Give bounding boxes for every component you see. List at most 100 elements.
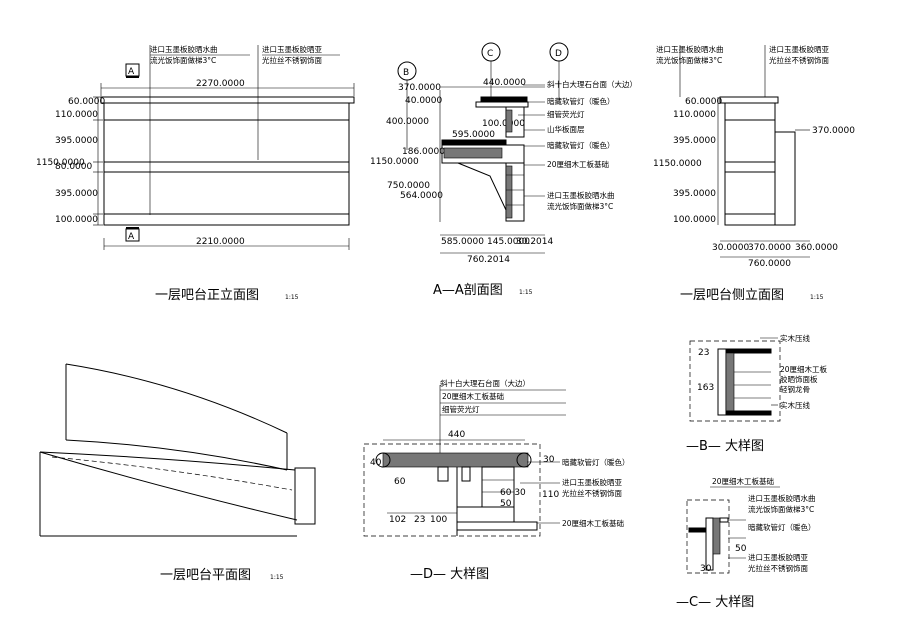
detail-d-dim-60: 60: [394, 477, 406, 487]
detail-d-note-4: 暗藏软管灯（暖色）: [562, 457, 630, 467]
section-dim-370: 370.0000: [398, 83, 441, 93]
side-dim-100: 100.0000: [673, 215, 716, 225]
front-note-3: 进口玉墨板胶晒亚: [262, 44, 322, 54]
front-elevation: 进口玉墨板胶晒水曲 流光饭饰面做梯3°C 进口玉墨板胶晒亚 光拉丝不锈钢饰面 A…: [36, 44, 355, 303]
detail-b-dim-163: 163: [697, 383, 714, 393]
detail-c-dim-50: 50: [735, 544, 747, 554]
section-dim-400: 400.0000: [386, 117, 429, 127]
side-dim-395b: 395.0000: [673, 189, 716, 199]
section-note-1: 斜十白大理石台面（大边）: [547, 79, 637, 89]
front-dim-bottom: 2210.0000: [196, 237, 245, 247]
side-dim-395a: 395.0000: [673, 136, 716, 146]
plan-scale: 1:15: [270, 574, 284, 581]
section-dim-750: 750.0000: [387, 181, 430, 191]
detail-b-note-5: 实木压线: [780, 400, 810, 410]
detail-b-note-3: 胶晒饰面板: [780, 374, 818, 384]
section-note-6: 20厘细木工板基础: [547, 159, 609, 169]
front-scale: 1:15: [285, 294, 299, 301]
detail-c-dim-30: 30: [700, 564, 712, 574]
plan-view: 一层吧台平面图 1:15: [39, 363, 316, 583]
detail-d-dim-440: 440: [448, 430, 465, 440]
front-dim-395a: 395.0000: [55, 136, 98, 146]
section-note-2: 暗藏软管灯（暖色）: [547, 96, 615, 106]
detail-d-dim-30: 30: [543, 455, 555, 465]
front-note-1: 进口玉墨板胶晒水曲: [150, 44, 218, 54]
section-title: A—A剖面图: [433, 283, 503, 298]
detail-c-title: —C— 大样图: [676, 595, 754, 610]
front-dim-60: 60.0000: [68, 97, 105, 107]
side-dim-370-right: 370.0000: [812, 126, 855, 136]
detail-c-note-5: 进口玉墨板胶晒亚: [748, 552, 808, 562]
detail-d-dim-40: 40: [370, 458, 382, 468]
detail-d-dim-110: 110: [542, 490, 559, 500]
section-dim-1150: 1150.0000: [370, 157, 419, 167]
front-dim-top: 2270.0000: [196, 79, 245, 89]
section-dim-595: 595.0000: [452, 130, 495, 140]
front-dim-80: 80.0000: [55, 162, 92, 172]
detail-d-dim-102: 102: [389, 515, 406, 525]
front-dim-1150: 1150.0000: [36, 158, 85, 168]
section-dim-760: 760.2014: [467, 255, 510, 265]
detail-b-note-2: 20厘细木工板: [780, 364, 828, 374]
side-note-2: 流光饭饰面做梯3°C: [656, 55, 722, 65]
detail-c-note-1: 20厘细木工板基础: [712, 476, 774, 486]
detail-b-title: —B— 大样图: [686, 439, 764, 454]
section-dim-440: 440.0000: [483, 78, 526, 88]
detail-d-note-2: 20厘细木工板基础: [442, 391, 504, 401]
side-dim-30: 30.0000: [712, 243, 749, 253]
front-note-4: 光拉丝不锈钢饰面: [262, 55, 322, 65]
section-dim-186: 186.0000: [402, 147, 445, 157]
detail-c-note-3: 流光饭饰面做梯3°C: [748, 504, 814, 514]
detail-d-note-3: 细管荧光灯: [442, 404, 480, 414]
detail-c-note-4: 暗藏软管灯（暖色）: [748, 522, 816, 532]
side-dim-370: 370.0000: [748, 243, 791, 253]
detail-d-note-5: 进口玉墨板胶晒亚: [562, 477, 622, 487]
section-marker-a-top: A: [128, 67, 135, 77]
side-dim-60: 60.0000: [685, 97, 722, 107]
bubble-c: C: [487, 49, 493, 59]
section-dim-564: 564.0000: [400, 191, 443, 201]
detail-d-dim-50: 50: [500, 499, 512, 509]
detail-d-note-7: 20厘细木工板基础: [562, 518, 624, 528]
side-note-3: 进口玉墨板胶晒亚: [769, 44, 829, 54]
side-dim-760: 760.0000: [748, 259, 791, 269]
front-dim-110: 110.0000: [55, 110, 98, 120]
detail-c: 20厘细木工板基础 进口玉墨板胶晒水曲 流光饭饰面做梯3°C 暗藏软管灯（暖色）…: [676, 476, 816, 610]
side-elevation: 进口玉墨板胶晒水曲 流光饭饰面做梯3°C 进口玉墨板胶晒亚 光拉丝不锈钢饰面 3…: [653, 44, 855, 303]
front-dim-395b: 395.0000: [55, 189, 98, 199]
detail-d-dim-23: 23: [414, 515, 425, 525]
section-note-3: 细管荧光灯: [547, 109, 585, 119]
detail-b-dim-23: 23: [698, 348, 709, 358]
side-dim-1150: 1150.0000: [653, 159, 702, 169]
section-marker-a-bottom: A: [128, 232, 135, 242]
bubble-d: D: [555, 49, 562, 59]
detail-d-dim-100: 100: [430, 515, 447, 525]
side-dim-110: 110.0000: [673, 110, 716, 120]
section-dim-40: 40.0000: [405, 96, 442, 106]
front-note-2: 流光饭饰面做梯3°C: [150, 55, 216, 65]
detail-d-title: —D— 大样图: [410, 567, 489, 582]
detail-d: 斜十白大理石台面（大边） 20厘细木工板基础 细管荧光灯 440 40 30 6…: [363, 378, 630, 582]
side-note-4: 光拉丝不锈钢饰面: [769, 55, 829, 65]
section-dim-585: 585.0000: [441, 237, 484, 247]
front-dim-100: 100.0000: [55, 215, 98, 225]
detail-b: 23 163 实木压线 20厘细木工板 胶晒饰面板 轻钢龙骨 实木压线 —B— …: [686, 333, 828, 454]
plan-title: 一层吧台平面图: [160, 568, 251, 583]
section-note-5: 暗藏软管灯（暖色）: [547, 140, 615, 150]
section-dim-30: 30.2014: [516, 237, 553, 247]
detail-d-note-6: 光拉丝不锈钢饰面: [562, 488, 622, 498]
section-note-4: 山华板面层: [547, 124, 585, 134]
detail-b-note-4: 轻钢龙骨: [780, 384, 810, 394]
detail-c-note-6: 光拉丝不锈钢饰面: [748, 563, 808, 573]
side-scale: 1:15: [810, 294, 824, 301]
section-dim-100: 100.0000: [482, 119, 525, 129]
section-aa: B C D 440.0000 370.0000 40.0000 400.0000…: [370, 42, 637, 298]
bubble-b: B: [403, 68, 409, 78]
side-title: 一层吧台侧立面图: [680, 288, 784, 303]
section-dim-145: 145.0000: [487, 237, 530, 247]
detail-b-note-1: 实木压线: [780, 333, 810, 343]
section-scale: 1:15: [519, 289, 533, 296]
section-note-7: 进口玉墨板胶晒水曲: [547, 190, 615, 200]
